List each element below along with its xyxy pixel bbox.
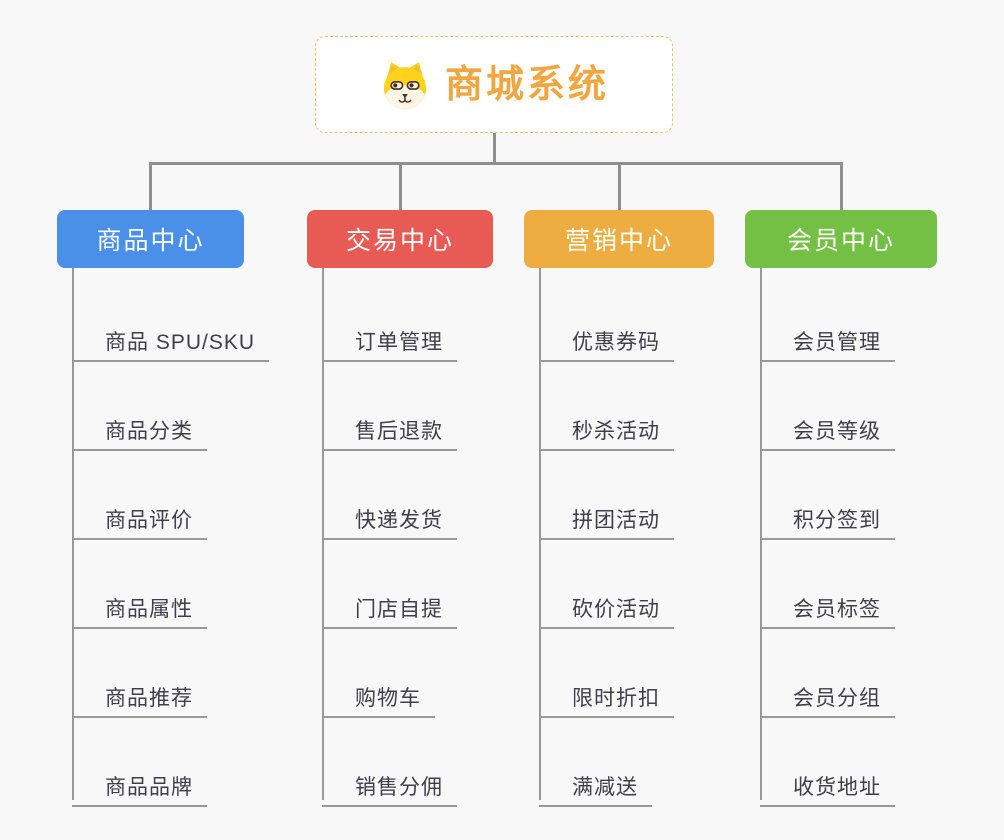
- branch-child-line: [72, 268, 74, 800]
- leaf-topic[interactable]: 限时折扣: [539, 667, 674, 718]
- leaf-topic[interactable]: 收货地址: [760, 756, 895, 807]
- leaf-topic[interactable]: 会员等级: [760, 400, 895, 451]
- leaf-topic[interactable]: 商品品牌: [72, 756, 207, 807]
- connector-drop: [839, 162, 843, 210]
- root-title: 商城系统: [444, 63, 609, 106]
- branch-node-member-center[interactable]: 会员中心: [745, 210, 937, 268]
- leaf-topic[interactable]: 商品 SPU/SKU: [72, 311, 270, 362]
- connector-horizontal: [149, 162, 843, 165]
- leaf-topic[interactable]: 会员管理: [760, 311, 895, 362]
- branch-node-marketing-center[interactable]: 营销中心: [524, 210, 714, 268]
- branch-child-line: [322, 268, 324, 800]
- leaf-topic[interactable]: 砍价活动: [539, 578, 674, 629]
- branch-child-line: [539, 268, 541, 800]
- shiba-dog-icon: [379, 59, 431, 111]
- leaf-topic[interactable]: 售后退款: [322, 400, 457, 451]
- leaf-topic[interactable]: 商品推荐: [72, 667, 207, 718]
- connector-drop: [617, 162, 621, 210]
- leaf-topic[interactable]: 销售分佣: [322, 756, 457, 807]
- branch-node-product-center[interactable]: 商品中心: [57, 210, 244, 268]
- leaf-topic[interactable]: 会员标签: [760, 578, 895, 629]
- connector-drop: [398, 162, 402, 210]
- leaf-topic[interactable]: 商品分类: [72, 400, 207, 451]
- leaf-topic[interactable]: 优惠券码: [539, 311, 674, 362]
- leaf-topic[interactable]: 购物车: [322, 667, 435, 718]
- leaf-topic[interactable]: 会员分组: [760, 667, 895, 718]
- leaf-topic[interactable]: 商品评价: [72, 489, 207, 540]
- connector-trunk: [493, 133, 496, 165]
- root-node[interactable]: 商城系统: [315, 36, 673, 133]
- leaf-topic[interactable]: 订单管理: [322, 311, 457, 362]
- connector-drop: [149, 162, 152, 210]
- branch-node-trade-center[interactable]: 交易中心: [307, 210, 493, 268]
- leaf-topic[interactable]: 商品属性: [72, 578, 207, 629]
- leaf-topic[interactable]: 拼团活动: [539, 489, 674, 540]
- leaf-topic[interactable]: 门店自提: [322, 578, 457, 629]
- branch-child-line: [760, 268, 762, 800]
- leaf-topic[interactable]: 满减送: [539, 756, 652, 807]
- leaf-topic[interactable]: 快递发货: [322, 489, 457, 540]
- leaf-topic[interactable]: 秒杀活动: [539, 400, 674, 451]
- leaf-topic[interactable]: 积分签到: [760, 489, 895, 540]
